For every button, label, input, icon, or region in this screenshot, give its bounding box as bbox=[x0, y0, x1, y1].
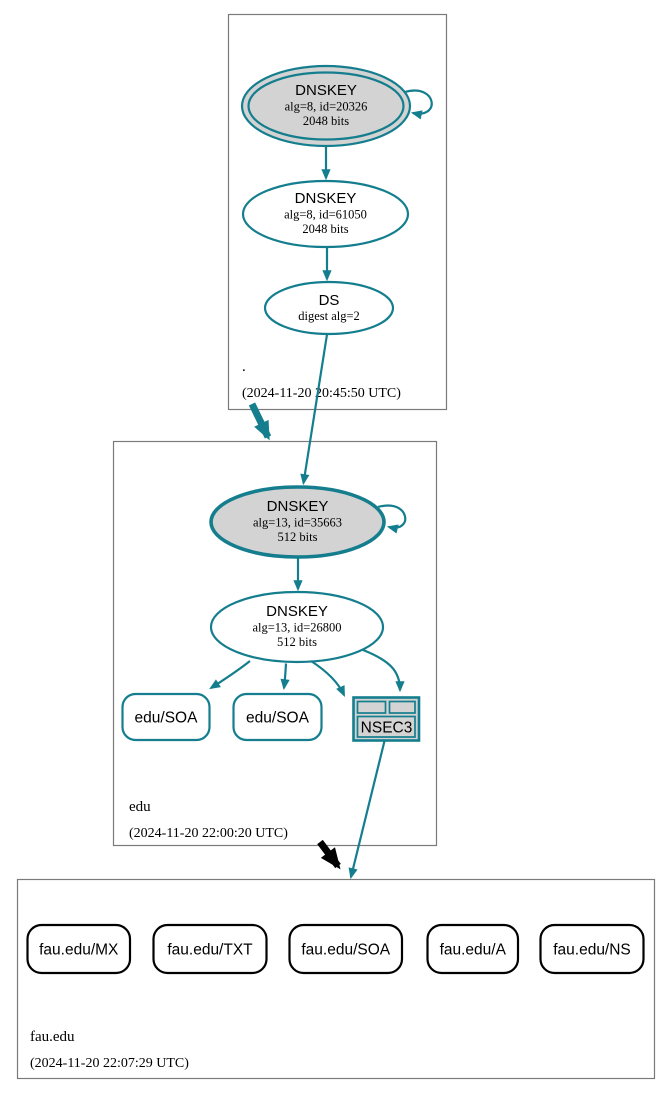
edu-zsk-bits: 512 bits bbox=[277, 635, 317, 649]
edu-ksk-node[interactable]: DNSKEY alg=13, id=35663 512 bits bbox=[209, 485, 386, 559]
root-zone-timestamp: (2024-11-20 20:45:50 UTC) bbox=[242, 386, 401, 401]
edge-edu-zsk-to-soa1 bbox=[209, 660, 251, 690]
fau-zone-label: fau.edu bbox=[30, 1029, 75, 1045]
edge-edu-zsk-to-soa2 bbox=[280, 663, 290, 691]
root-zsk-detail: alg=8, id=61050 bbox=[284, 208, 367, 222]
edu-soa2-label: edu/SOA bbox=[246, 710, 310, 727]
edge-root-ds-to-edu-ksk bbox=[300, 334, 329, 486]
root-ds-detail: digest alg=2 bbox=[298, 309, 360, 323]
edu-soa1-label: edu/SOA bbox=[135, 710, 199, 727]
root-zsk-title: DNSKEY bbox=[295, 190, 357, 207]
fau-ns-node[interactable]: fau.edu/NS bbox=[539, 923, 645, 975]
edge-root-delegation-to-edu bbox=[248, 402, 272, 441]
fau-soa-label: fau.edu/SOA bbox=[301, 942, 390, 959]
edu-ksk-detail: alg=13, id=35663 bbox=[253, 516, 342, 530]
edu-ksk-title: DNSKEY bbox=[267, 498, 329, 515]
root-zsk-node[interactable]: DNSKEY alg=8, id=61050 2048 bits bbox=[241, 179, 410, 249]
fau-txt-label: fau.edu/TXT bbox=[167, 942, 253, 959]
fau-zone-group: fau.edu/MX fau.edu/TXT fau.edu/SOA fau.e… bbox=[26, 923, 645, 1071]
edge-edu-ksk-selfsign bbox=[377, 504, 407, 534]
root-ksk-bits: 2048 bits bbox=[303, 114, 349, 128]
zone-box-root bbox=[227, 13, 448, 411]
edge-edu-zsk-to-nsec3-top bbox=[362, 648, 405, 693]
root-ksk-title: DNSKEY bbox=[295, 82, 357, 99]
root-zsk-bits: 2048 bits bbox=[302, 222, 348, 236]
root-ksk-node[interactable]: DNSKEY alg=8, id=20326 2048 bits bbox=[240, 64, 412, 148]
root-ksk-detail: alg=8, id=20326 bbox=[285, 100, 368, 114]
root-zone-label: . bbox=[242, 359, 246, 375]
fau-ns-label: fau.edu/NS bbox=[553, 942, 631, 959]
edu-zone-label: edu bbox=[129, 799, 151, 815]
edu-soa2-node[interactable]: edu/SOA bbox=[232, 692, 323, 742]
root-ds-title: DS bbox=[319, 292, 340, 309]
root-ds-node[interactable]: DS digest alg=2 bbox=[263, 280, 395, 336]
edge-root-ksk-selfsign bbox=[404, 89, 433, 120]
fau-a-label: fau.edu/A bbox=[440, 942, 507, 959]
edu-ksk-bits: 512 bits bbox=[278, 530, 318, 544]
edu-zsk-title: DNSKEY bbox=[266, 603, 328, 620]
edu-soa1-node[interactable]: edu/SOA bbox=[121, 692, 211, 742]
fau-mx-node[interactable]: fau.edu/MX bbox=[26, 923, 132, 975]
fau-txt-node[interactable]: fau.edu/TXT bbox=[152, 923, 268, 975]
edu-zsk-node[interactable]: DNSKEY alg=13, id=26800 512 bits bbox=[209, 590, 385, 664]
edu-zone-group: DNSKEY alg=13, id=35663 512 bits DNSKEY … bbox=[121, 485, 421, 841]
fau-mx-label: fau.edu/MX bbox=[39, 942, 119, 959]
edge-edu-zsk-to-nsec3-left bbox=[310, 660, 346, 698]
root-zone-group: DNSKEY alg=8, id=20326 2048 bits DNSKEY … bbox=[240, 64, 433, 401]
zone-box-fau-edu bbox=[16, 878, 656, 1080]
fau-a-node[interactable]: fau.edu/A bbox=[426, 923, 520, 975]
edge-edu-delegation-to-fau bbox=[317, 839, 341, 870]
edge-edu-nsec3-to-fau bbox=[348, 740, 386, 880]
edu-nsec3-node[interactable]: NSEC3 bbox=[352, 696, 421, 742]
edu-zsk-detail: alg=13, id=26800 bbox=[252, 621, 341, 635]
zone-box-edu bbox=[112, 440, 438, 847]
fau-zone-timestamp: (2024-11-20 22:07:29 UTC) bbox=[30, 1056, 189, 1071]
edu-zone-timestamp: (2024-11-20 22:00:20 UTC) bbox=[129, 826, 288, 841]
edu-nsec3-label: NSEC3 bbox=[361, 720, 413, 737]
fau-soa-node[interactable]: fau.edu/SOA bbox=[288, 923, 404, 975]
